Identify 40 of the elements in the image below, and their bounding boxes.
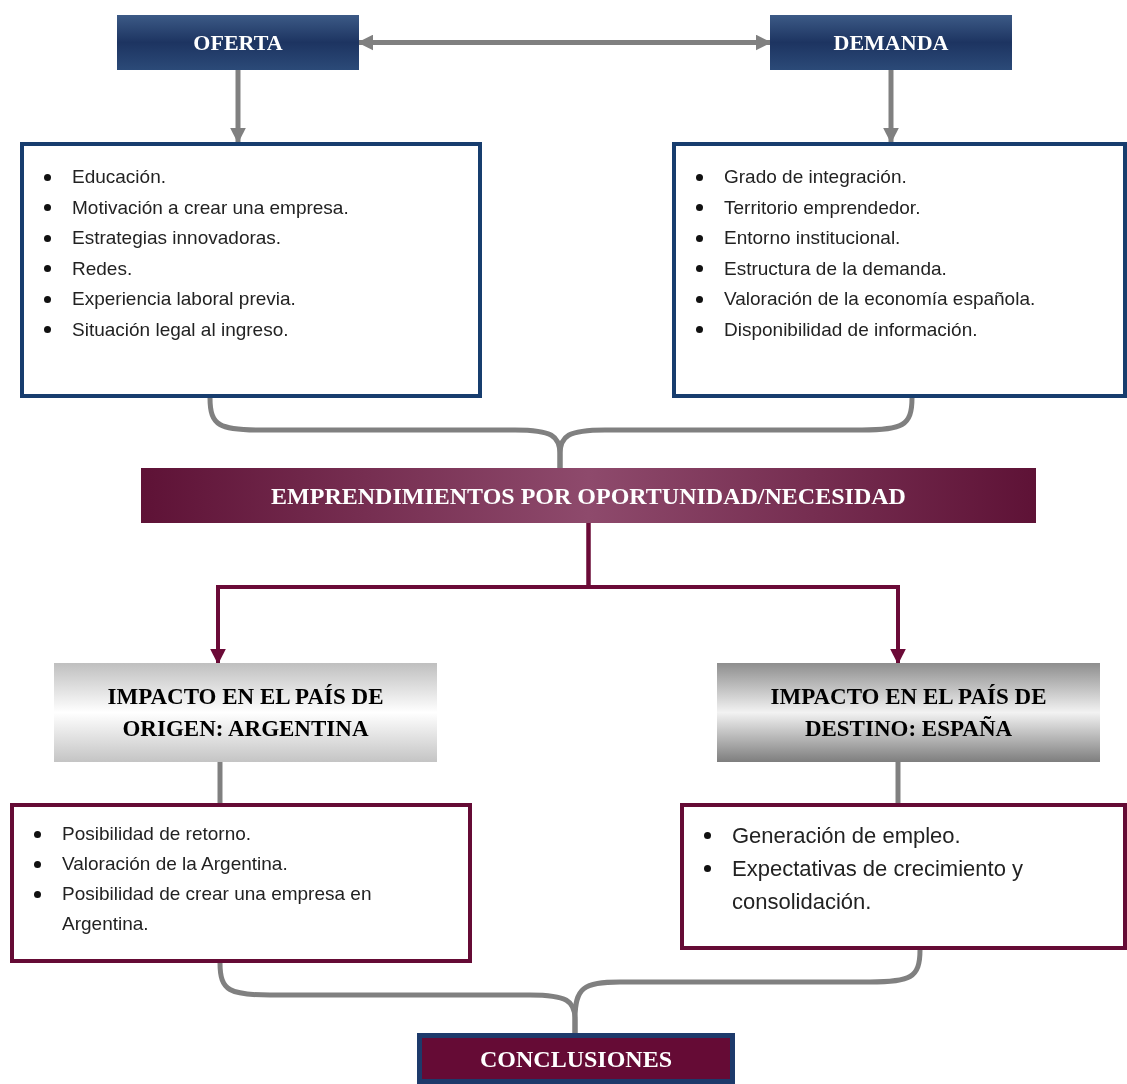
list-box <box>680 803 1127 950</box>
bullet-item: Grado de integración. <box>724 165 907 189</box>
arrow <box>586 523 906 665</box>
bullet-item: Territorio emprendedor. <box>724 195 921 220</box>
arrow <box>230 70 246 144</box>
heading-box <box>54 663 437 762</box>
connector-line <box>557 397 915 468</box>
bullet-item: Redes. <box>72 256 133 281</box>
heading-box <box>717 663 1100 762</box>
bullet-item: Motivación a crear una empresa. <box>72 195 349 220</box>
title-box <box>770 15 1012 70</box>
heading-text: DEMANDA <box>833 29 949 57</box>
bullet-item: Generación de empleo. <box>732 822 961 850</box>
bullet-item: Educación. <box>72 165 166 189</box>
bullet-item: Posibilidad de retorno. <box>62 822 252 846</box>
bullet-item: Entorno institucional. <box>724 226 901 250</box>
connector-line <box>217 762 223 803</box>
list-box <box>672 142 1127 398</box>
bullet-item: Disponibilidad de información. <box>724 317 978 342</box>
heading-text: OFERTA <box>193 29 283 57</box>
title-box <box>117 15 359 70</box>
connector-line <box>895 762 901 803</box>
bullet-item: Posibilidad de crear una empresa en Argentina. <box>62 882 373 936</box>
bullet-item: Valoración de la Argentina. <box>62 852 288 876</box>
heading-text: IMPACTO EN EL PAÍS DE DESTINO: ESPAÑA <box>769 682 1048 743</box>
title-band <box>141 468 1036 523</box>
bullet-item: Experiencia laboral previa. <box>72 287 296 311</box>
heading-text: CONCLUSIONES <box>479 1044 672 1074</box>
list-box <box>20 142 482 398</box>
connector-line <box>572 949 923 1033</box>
bullet-item: Estrategias innovadoras. <box>72 226 282 250</box>
heading-text: EMPRENDIMIENTOS POR OPORTUNIDAD/NECESIDAD <box>271 481 906 511</box>
title-box <box>417 1033 735 1084</box>
bullet-item: Situación legal al ingreso. <box>72 317 289 342</box>
bullet-item: Expectativas de crecimiento y consolidación. <box>732 855 1025 916</box>
list-box <box>10 803 472 963</box>
bullet-item: Valoración de la economía española. <box>724 287 1036 311</box>
bullet-item: Estructura de la demanda. <box>724 256 947 281</box>
heading-text: IMPACTO EN EL PAÍS DE ORIGEN: ARGENTINA <box>106 682 385 743</box>
arrow <box>883 70 899 144</box>
